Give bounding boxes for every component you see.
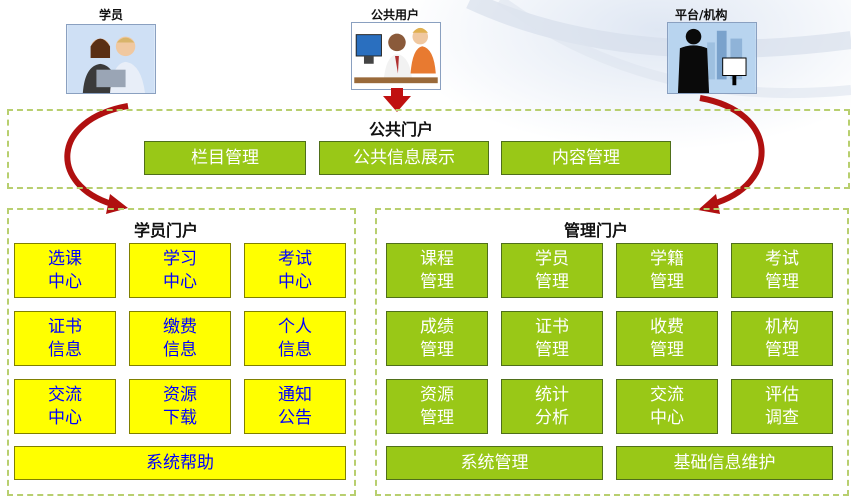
admin-portal-title: 管理门户 [564, 221, 629, 240]
resource-download-button[interactable]: 资源 下载 [129, 379, 231, 434]
admin-portal-panel [375, 208, 849, 496]
personal-info-button[interactable]: 个人 信息 [244, 311, 346, 366]
student-communication-center-button[interactable]: 交流 中心 [14, 379, 116, 434]
content-management-button[interactable]: 内容管理 [501, 141, 671, 175]
evaluation-survey-button[interactable]: 评估 调查 [731, 379, 833, 434]
public-info-display-button[interactable]: 公共信息展示 [319, 141, 489, 175]
public-user-actor-label: 公共用户 [371, 8, 420, 22]
student-portal-title: 学员门户 [134, 221, 199, 240]
certificate-management-button[interactable]: 证书 管理 [501, 311, 603, 366]
fee-management-button[interactable]: 收费 管理 [616, 311, 718, 366]
student-management-button[interactable]: 学员 管理 [501, 243, 603, 298]
student-portal-panel [7, 208, 356, 496]
exam-center-button[interactable]: 考试 中心 [244, 243, 346, 298]
grade-management-button[interactable]: 成绩 管理 [386, 311, 488, 366]
learning-center-button[interactable]: 学习 中心 [129, 243, 231, 298]
admin-communication-center-button[interactable]: 交流 中心 [616, 379, 718, 434]
column-management-button[interactable]: 栏目管理 [144, 141, 306, 175]
public-portal-title: 公共门户 [369, 120, 434, 139]
platform-person-icon [667, 22, 757, 94]
basic-info-maintenance-button[interactable]: 基础信息维护 [616, 446, 833, 480]
institution-management-button[interactable]: 机构 管理 [731, 311, 833, 366]
student-people-icon [66, 24, 156, 94]
resource-management-button[interactable]: 资源 管理 [386, 379, 488, 434]
certificate-info-button[interactable]: 证书 信息 [14, 311, 116, 366]
course-selection-center-button[interactable]: 选课 中心 [14, 243, 116, 298]
exam-management-button[interactable]: 考试 管理 [731, 243, 833, 298]
arrow-to-public-portal [391, 88, 403, 98]
system-help-button[interactable]: 系统帮助 [14, 446, 346, 480]
notice-announcement-button[interactable]: 通知 公告 [244, 379, 346, 434]
student-actor-label: 学员 [99, 8, 124, 22]
statistics-analysis-button[interactable]: 统计 分析 [501, 379, 603, 434]
enrollment-management-button[interactable]: 学籍 管理 [616, 243, 718, 298]
payment-info-button[interactable]: 缴费 信息 [129, 311, 231, 366]
public-user-people-icon [351, 22, 441, 90]
course-management-button[interactable]: 课程 管理 [386, 243, 488, 298]
system-management-button[interactable]: 系统管理 [386, 446, 603, 480]
platform-actor-label: 平台/机构 [675, 8, 728, 22]
public-portal-panel [7, 109, 850, 189]
